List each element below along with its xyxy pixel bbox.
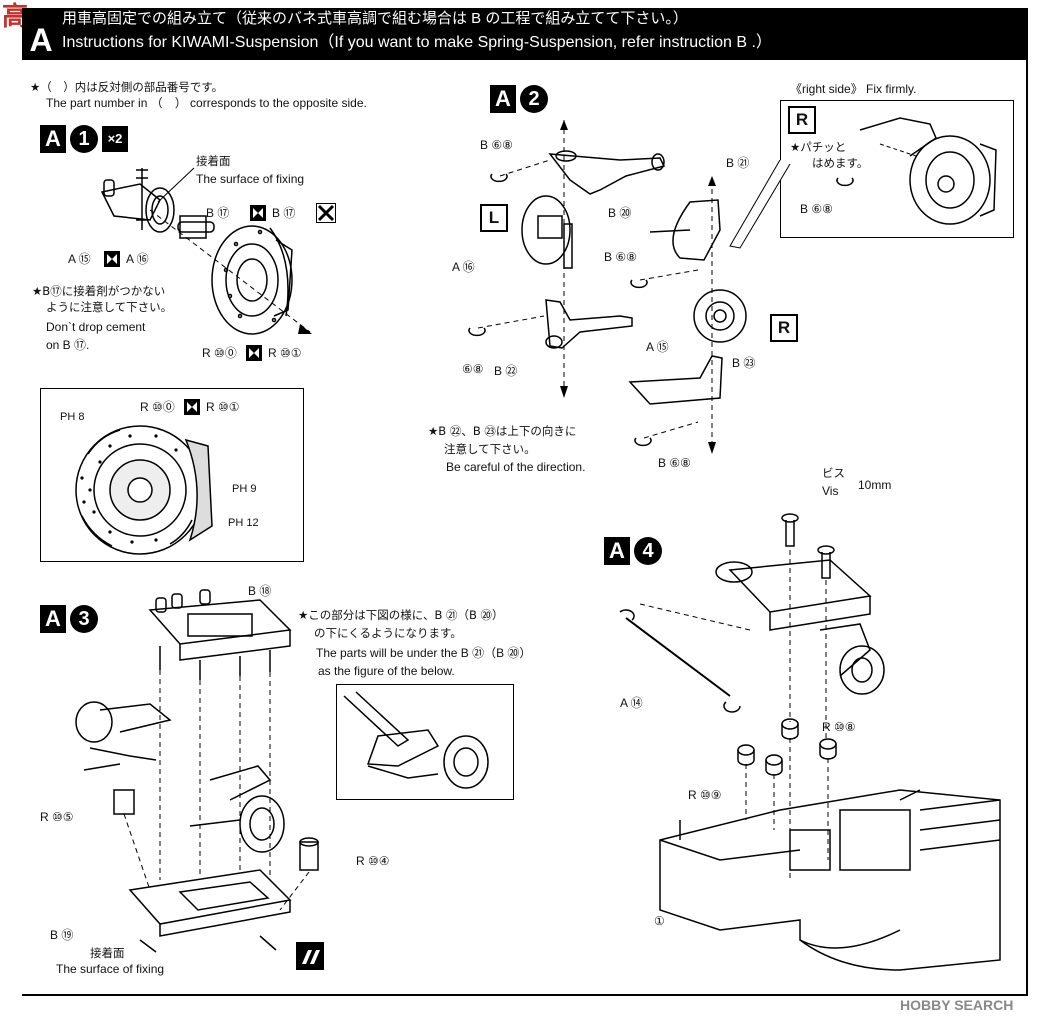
part-r109: R ⑩⑨ [688, 788, 722, 802]
part-b68-c: B ⑥⑧ [658, 456, 691, 470]
inset-pointer [729, 159, 791, 249]
part-a15: A ⑮ [646, 340, 669, 354]
left-side-label: L [480, 204, 508, 232]
part-b19: B ⑲ [50, 928, 74, 942]
cement-warning-icon [250, 205, 266, 221]
step3-detail-frame [336, 684, 514, 800]
right-border [1026, 8, 1028, 996]
part-r108: R ⑩⑧ [822, 720, 856, 734]
detail-part-r100: R ⑩⓪ [140, 400, 175, 414]
step-letter: A [604, 537, 630, 565]
part-a14: A ⑭ [620, 696, 643, 710]
fixing-surface-en: The surface of fixing [196, 172, 305, 186]
part-a15: A ⑮ [68, 252, 91, 266]
inset-side-label: R [788, 106, 816, 134]
part-b21: B ㉑ [726, 156, 750, 170]
part-b68: B ⑥⑧ [480, 138, 513, 152]
step3-fixing-en: The surface of fixing [56, 962, 165, 976]
part-b23: B ㉓ [732, 356, 756, 370]
step3-note-en-2: as the figure of the below. [318, 664, 455, 678]
part-r100: R ⑩⓪ [202, 346, 237, 360]
header-title-en: Instructions for KIWAMI-Suspension（If yo… [62, 34, 772, 51]
part-b18: B ⑱ [248, 584, 272, 598]
header-bar [22, 8, 1028, 60]
warning-en-1: Don`t drop cement [46, 320, 146, 334]
part-r105: R ⑩⑤ [40, 810, 74, 824]
glue-icon [296, 942, 324, 970]
part-a16: A ⑯ [126, 252, 149, 266]
no-cement-icon [316, 203, 336, 223]
step-1-badge: A 1 ×2 [40, 124, 128, 154]
step-2-badge: A 2 [490, 84, 548, 114]
step3-detail-drawing [343, 691, 489, 789]
watermark-text: HOBBY SEARCH [900, 997, 1014, 1013]
detail-part-r101: R ⑩① [206, 400, 240, 414]
brake-detail-frame [40, 388, 304, 562]
step-3-badge: A 3 [40, 604, 98, 634]
screw-size: 10mm [858, 478, 892, 492]
part-b68-b: B ⑥⑧ [604, 250, 637, 264]
bottom-border [22, 994, 1028, 996]
part-r104: R ⑩④ [356, 854, 390, 868]
step-letter: A [40, 125, 66, 153]
step-number: 1 [70, 125, 98, 153]
warning-jp-1: ★B⑰に接着剤がつかない [32, 284, 166, 298]
brake-disc-drawing [75, 425, 213, 555]
step-letter: A [40, 605, 66, 633]
step-3-diagram [75, 589, 319, 953]
direction-jp-2: 注意して下さい。 [444, 442, 536, 456]
part-b20: B ⑳ [608, 206, 632, 220]
inset-drawing [836, 117, 997, 225]
step-1-diagram [100, 167, 312, 335]
paint-ph8: PH 8 [60, 411, 85, 423]
cement-icon [184, 399, 200, 415]
part-b22: B ㉒ [494, 364, 518, 378]
part-r101: R ⑩① [268, 346, 302, 360]
inset-jp-1: ★パチッと [790, 140, 847, 154]
paint-ph9: PH 9 [232, 483, 257, 495]
direction-en: Be careful of the direction. [446, 460, 586, 474]
step-2-diagram [468, 120, 747, 454]
step3-note-jp-1: ★この部分は下図の様に、B ㉑（B ⑳） [298, 608, 504, 622]
cement-icon [246, 345, 262, 361]
step-4-badge: A 4 [604, 536, 662, 566]
screw-en: Vis [822, 484, 839, 498]
part-b67-alt: B ⑰ [272, 206, 296, 220]
step-number: 4 [634, 537, 662, 565]
step-4-diagram [619, 513, 1001, 971]
cement-icon [104, 251, 120, 267]
part-a16: A ⑯ [452, 260, 475, 274]
fixing-surface-jp: 接着面 [196, 154, 231, 168]
inset-caption: 《right side》 Fix firmly. [790, 82, 917, 96]
part-68: ⑥⑧ [462, 362, 484, 376]
part-b67: B ⑰ [206, 206, 230, 220]
step3-note-jp-2: の下にくるようになります。 [314, 626, 462, 640]
inset-part: B ⑥⑧ [800, 202, 833, 216]
screw-jp: ビス [822, 466, 845, 480]
header-title-jp: 用車高固定での組み立て（従来のバネ式車高調で組む場合は B の工程で組み立てて下… [62, 10, 688, 27]
step3-fixing-jp: 接着面 [90, 946, 125, 960]
step-number: 3 [70, 605, 98, 633]
warning-en-2: on B ⑰. [46, 338, 90, 352]
part-1: ① [654, 914, 665, 928]
section-letter: A [29, 22, 53, 58]
note-en: The part number in （ ） corresponds to th… [46, 96, 367, 110]
warning-jp-2: ように注意して下さい。 [46, 300, 173, 314]
step3-note-en-1: The parts will be under the B ㉑（B ⑳） [316, 646, 532, 660]
inset-jp-2: はめます。 [812, 156, 869, 170]
note-jp: ★（ ）内は反対側の部品番号です。 [30, 80, 224, 94]
direction-jp-1: ★B ㉒、B ㉓は上下の向きに [428, 424, 577, 438]
step-number: 2 [520, 85, 548, 113]
times-badge: ×2 [102, 126, 128, 152]
paint-ph12: PH 12 [228, 517, 259, 529]
right-side-label: R [770, 314, 798, 342]
step-letter: A [490, 85, 516, 113]
